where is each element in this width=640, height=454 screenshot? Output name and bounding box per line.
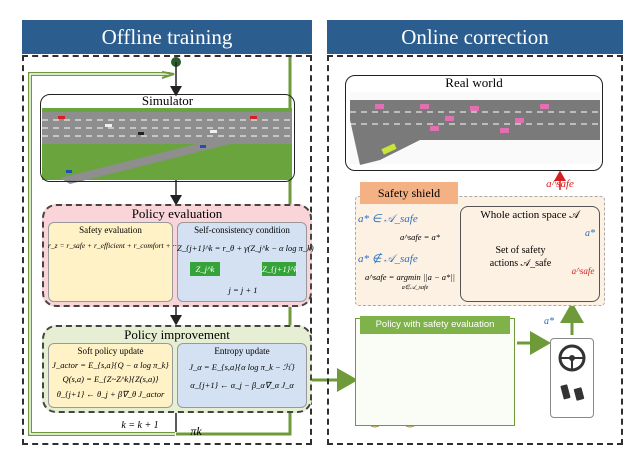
online-panel bbox=[327, 55, 623, 445]
a-star-output: a* bbox=[544, 316, 554, 327]
controls-box bbox=[550, 338, 594, 418]
condition-unsafe: a* ∉ 𝒜_safe bbox=[358, 253, 418, 265]
policy-evaluation-title: Policy evaluation bbox=[131, 206, 223, 221]
safety-shield-title: Safety shield bbox=[360, 182, 458, 204]
real-world-box bbox=[345, 75, 603, 171]
result-safe: a^safe = a* bbox=[399, 232, 440, 242]
condition-safe: a* ∈ 𝒜_safe bbox=[358, 213, 418, 225]
simulator-box bbox=[40, 94, 295, 182]
simulator-title: Simulator bbox=[141, 93, 194, 108]
safe-set-label-2: actions 𝒜_safe bbox=[489, 258, 552, 269]
training-loop-line bbox=[28, 71, 175, 436]
reward-equation: r_z = r_safe + r_efficient + r_comfort +… bbox=[48, 241, 179, 250]
steering-wheel-icon bbox=[558, 344, 586, 372]
soft-policy-eq1: J_actor = E_{s,a}{Q − α log π_k} bbox=[52, 360, 169, 370]
iteration-label: j = j + 1 bbox=[228, 285, 258, 295]
z-left-box: Z_j^k bbox=[190, 262, 220, 276]
soft-policy-eq2: Q(s,a) = E_{Z~Z^k}{Z(s,a)} bbox=[62, 374, 159, 384]
result-unsafe: a^safe = argmin ||a − a*|| bbox=[365, 272, 455, 282]
entropy-box bbox=[177, 343, 307, 408]
entropy-eq2: α_{j+1} ← α_j − β_α∇_α J_α bbox=[190, 380, 294, 390]
safety-evaluation-title: Safety evaluation bbox=[79, 225, 142, 235]
action-space-box bbox=[460, 206, 600, 302]
action-space-title: Whole action space 𝒜 bbox=[480, 209, 580, 221]
safety-shield-panel bbox=[355, 196, 605, 306]
self-consistency-title: Self-consistency condition bbox=[194, 225, 290, 235]
online-correction-header: Online correction bbox=[327, 20, 623, 54]
k-update-label: k = k + 1 bbox=[121, 420, 159, 431]
safety-evaluation-box bbox=[48, 222, 173, 302]
entropy-title: Entropy update bbox=[214, 346, 270, 356]
real-world-road bbox=[350, 92, 600, 165]
safe-set-label-1: Set of safety bbox=[495, 245, 546, 256]
soft-policy-box bbox=[48, 343, 173, 408]
real-world-title: Real world bbox=[445, 75, 503, 90]
self-consistency-equation: Z_{j+1}^k = r_θ + γ(Z_j^k − α log π_k) bbox=[177, 243, 314, 253]
a-safe-point-label: a^safe bbox=[571, 266, 595, 276]
policy-network-title: Policy with safety evaluation bbox=[360, 316, 510, 334]
a-star-label: a* bbox=[585, 228, 595, 239]
pedals-icon bbox=[560, 384, 585, 401]
simulator-road bbox=[42, 108, 292, 184]
soft-policy-eq3: θ_{j+1} ← θ_j + β∇_θ J_actor bbox=[56, 389, 165, 399]
offline-training-header: Offline training bbox=[22, 20, 312, 54]
z-right-box: Z_{j+1}^k bbox=[262, 262, 298, 276]
result-unsafe-sub: a∈𝒜_safe bbox=[401, 285, 429, 291]
policy-improvement-title: Policy improvement bbox=[124, 327, 230, 342]
pi-k-label: πk bbox=[190, 424, 202, 438]
a-safe-output: a^safe bbox=[546, 178, 574, 190]
policy-network-box bbox=[355, 318, 515, 426]
soft-policy-title: Soft policy update bbox=[77, 346, 144, 356]
entropy-eq1: J_α = E_{s,a}{α log π_k − ℋ} bbox=[189, 362, 295, 372]
